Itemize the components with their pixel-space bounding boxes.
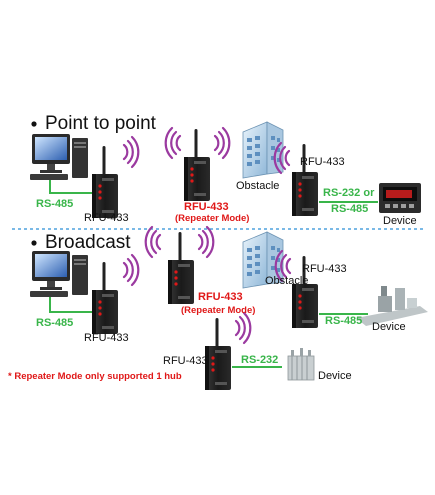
- bc-end-device-b-label: Device: [372, 321, 406, 333]
- bc-repeater-module: [168, 232, 194, 304]
- bc-repeater-mode-label: (Repeater Mode): [181, 305, 256, 316]
- ptp-repeater-module: [184, 129, 210, 201]
- ptp-obstacle-label: Obstacle: [236, 180, 280, 192]
- bc-link-c-label: RS-232: [241, 354, 279, 366]
- bc-pc-link-label: RS-485: [36, 317, 74, 329]
- ptp-pc-icon: [30, 134, 88, 180]
- ptp-end-device-meter: [379, 183, 421, 213]
- bc-device-a-module: [92, 262, 118, 334]
- ptp-end-link-label-line2: RS-485: [331, 203, 369, 215]
- bc-repeater-waves-right: [197, 225, 215, 259]
- bc-end-device-c-transformer: [287, 348, 315, 381]
- ptp-end-link-label-line1: RS-232 or: [323, 187, 375, 199]
- bc-link-b-label: RS-485: [325, 315, 363, 327]
- bc-device-a-waves: [122, 253, 140, 287]
- ptp-device-a-label: RFU-433: [84, 212, 129, 224]
- bc-device-c-module: [205, 318, 231, 390]
- bc-pc-link-line: [49, 297, 93, 313]
- bc-device-c-label: RFU-433: [163, 355, 208, 367]
- ptp-repeater-label: RFU-433: [184, 201, 229, 213]
- ptp-device-a-module: [92, 146, 118, 218]
- footnote-repeater-limit: * Repeater Mode only supported 1 hub: [8, 371, 182, 382]
- bullet-broadcast: [31, 240, 37, 246]
- bc-obstacle-label: Obstacle: [265, 275, 309, 287]
- bc-repeater-label: RFU-433: [198, 291, 243, 303]
- ptp-end-device-label: Device: [383, 215, 417, 227]
- bc-device-a-label: RFU-433: [84, 332, 129, 344]
- bc-pc-icon: [30, 251, 88, 297]
- ptp-device-b-module: [292, 144, 318, 216]
- bc-repeater-waves-left: [144, 225, 162, 259]
- ptp-repeater-mode-label: (Repeater Mode): [175, 213, 250, 224]
- ptp-repeater-waves-left: [164, 126, 182, 160]
- bullet-point-to-point: [31, 121, 37, 127]
- bc-device-c-waves: [234, 311, 252, 345]
- section-title-broadcast: Broadcast: [45, 232, 131, 253]
- ptp-pc-link-line: [49, 180, 93, 194]
- ptp-device-b-label: RFU-433: [300, 156, 345, 168]
- bc-device-b-label: RFU-433: [302, 263, 347, 275]
- bc-end-device-b-machine: [356, 286, 428, 326]
- bc-end-device-c-label: Device: [318, 370, 352, 382]
- section-title-point-to-point: Point to point: [45, 113, 156, 134]
- ptp-device-a-waves: [122, 135, 140, 169]
- ptp-pc-link-label: RS-485: [36, 198, 74, 210]
- ptp-repeater-waves-right: [213, 126, 231, 160]
